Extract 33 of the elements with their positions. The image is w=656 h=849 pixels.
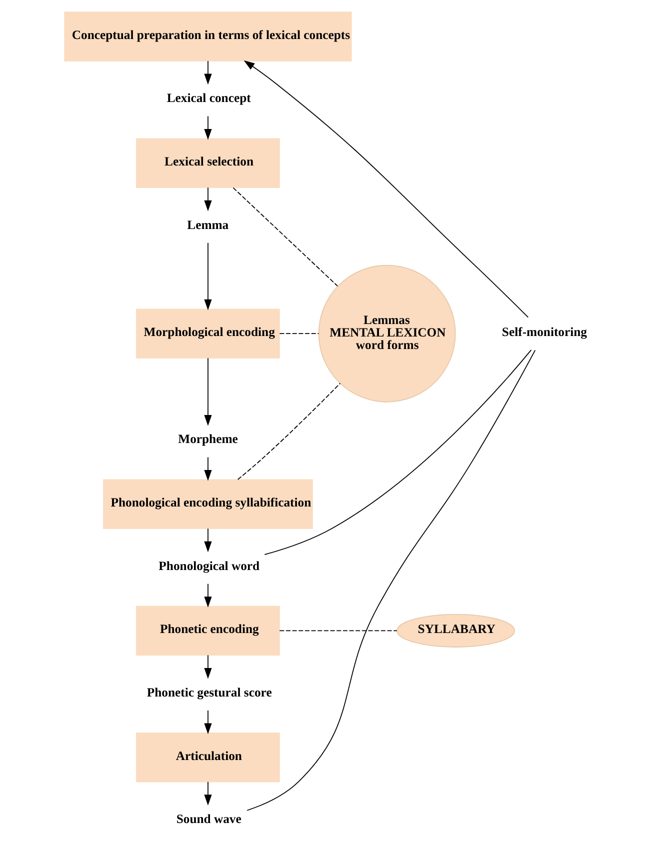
connector (278, 333, 319, 334)
node-box: Articulation (136, 732, 280, 782)
connector (236, 382, 340, 480)
node-text: Phonetic gestural score (146, 685, 272, 700)
arrow (204, 358, 212, 426)
arrow (204, 456, 212, 481)
node-ellipse: SYLLABARY (396, 614, 515, 648)
node-box: Lexical selection (136, 138, 280, 188)
node-box: Phonological encoding syllabification (102, 479, 312, 529)
arrow (204, 60, 212, 85)
node-box: Conceptual preparation in terms of lexical concepts (64, 12, 352, 62)
node-text: Phonological word (158, 558, 260, 573)
node-text: Lemma (186, 218, 228, 232)
node-text: Self-monitoring (501, 325, 587, 340)
arrow (204, 583, 212, 608)
node-text: Lexical concept (166, 91, 250, 106)
node-box: Phonetic encoding (136, 606, 280, 656)
node-text: Morpheme (178, 432, 238, 446)
arrow (204, 116, 212, 140)
arrow (204, 710, 212, 734)
node-circle: Lemmas MENTAL LEXICON word forms (318, 264, 456, 402)
arrow (204, 528, 212, 552)
connector (232, 187, 338, 287)
arrow (204, 781, 212, 806)
arrow (204, 242, 212, 310)
arrow (243, 60, 528, 318)
connector (264, 349, 532, 556)
connector (246, 350, 536, 811)
arrow (204, 187, 212, 212)
connector (278, 630, 397, 632)
node-text: Sound wave (176, 812, 241, 826)
arrow (204, 654, 212, 679)
node-box: Morphological encoding (136, 308, 280, 358)
